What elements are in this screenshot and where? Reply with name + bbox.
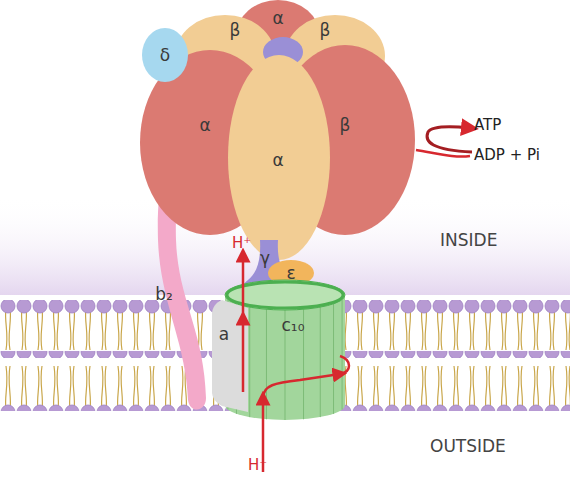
side-label: OUTSIDE (430, 438, 506, 455)
substrate-label: ADP + Pi (474, 148, 540, 163)
subunit-label: δ (160, 47, 170, 64)
subunit-label: β (320, 22, 331, 39)
subunit-label: β (230, 22, 241, 39)
subunit-label: a (219, 326, 229, 343)
subunit-label: b₂ (155, 286, 173, 303)
subunit-label: γ (260, 250, 270, 267)
subunit-label: ε (286, 265, 295, 282)
subunit-label: α (272, 10, 283, 27)
subunit-label: β (340, 117, 351, 134)
subunit-label: c₁₀ (282, 317, 305, 334)
proton-label: H⁺ (248, 458, 267, 473)
delta-subunit: δ (142, 28, 188, 82)
beta-subunit: α (228, 55, 330, 260)
product-label: ATP (474, 118, 501, 133)
side-label: INSIDE (440, 232, 497, 249)
proton-label: H⁺ (232, 236, 251, 251)
subunit-label: α (272, 152, 283, 169)
subunit-label: α (199, 117, 210, 134)
